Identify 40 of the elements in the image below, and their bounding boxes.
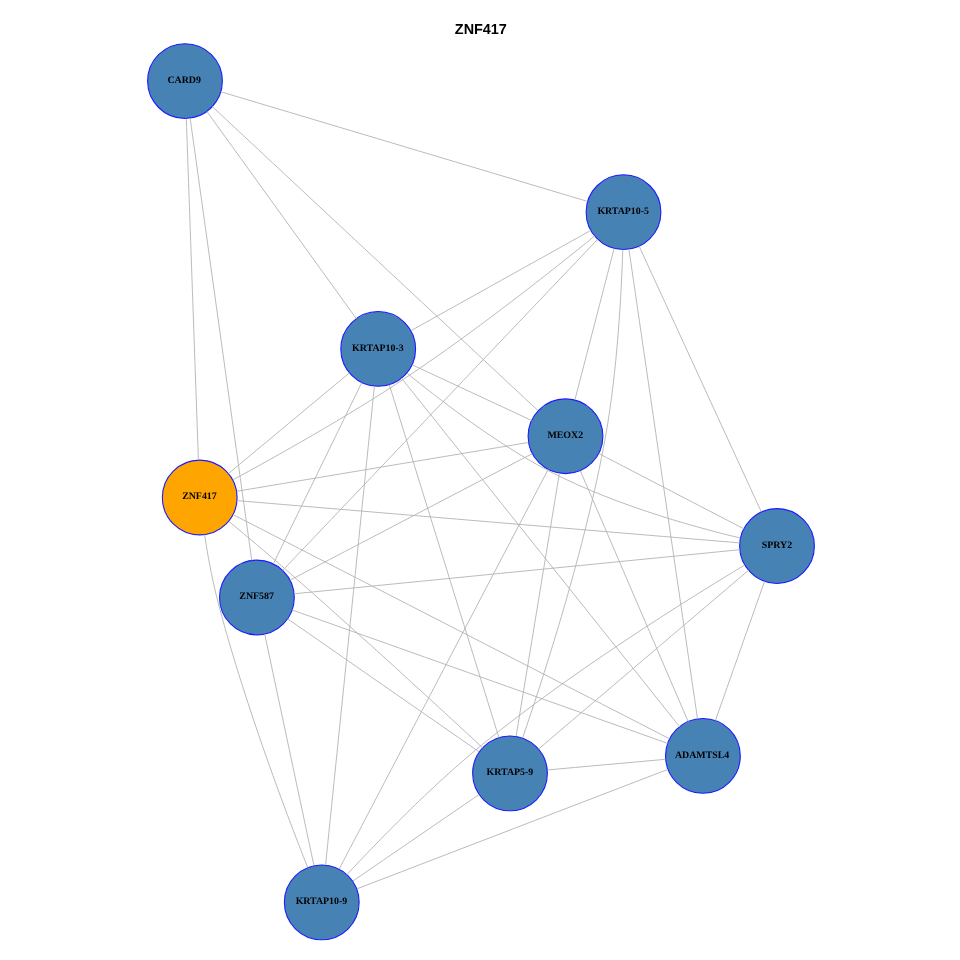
connector — [578, 470, 688, 722]
connector — [231, 514, 669, 740]
diagram-title: ZNF417 — [453, 20, 506, 39]
connector — [521, 249, 623, 739]
connector — [271, 382, 362, 565]
connector — [235, 500, 740, 544]
connector — [573, 247, 614, 401]
connector — [627, 249, 697, 720]
connector — [219, 91, 587, 202]
connector — [227, 520, 483, 749]
connector — [184, 118, 198, 461]
connector — [410, 364, 532, 421]
connector — [337, 468, 548, 870]
connector — [188, 117, 252, 561]
connector — [546, 758, 666, 771]
connector — [210, 106, 538, 412]
connector — [324, 386, 374, 866]
connector — [387, 384, 499, 738]
connector — [290, 609, 667, 744]
connector — [227, 372, 349, 474]
connector — [514, 472, 559, 737]
connector — [286, 618, 479, 753]
connector — [288, 453, 532, 581]
connector — [714, 580, 764, 721]
connector — [263, 633, 314, 867]
connector — [235, 442, 528, 492]
connector — [351, 794, 479, 882]
connector — [203, 534, 308, 868]
connector — [231, 235, 594, 481]
connector — [355, 768, 668, 890]
connector — [597, 453, 744, 530]
connector — [205, 111, 356, 319]
connector — [400, 377, 680, 728]
connector — [345, 564, 745, 876]
connector — [537, 569, 748, 750]
connector — [409, 230, 590, 332]
connector — [292, 549, 740, 595]
connector — [637, 245, 761, 513]
connector — [405, 372, 740, 539]
connector — [281, 239, 597, 571]
